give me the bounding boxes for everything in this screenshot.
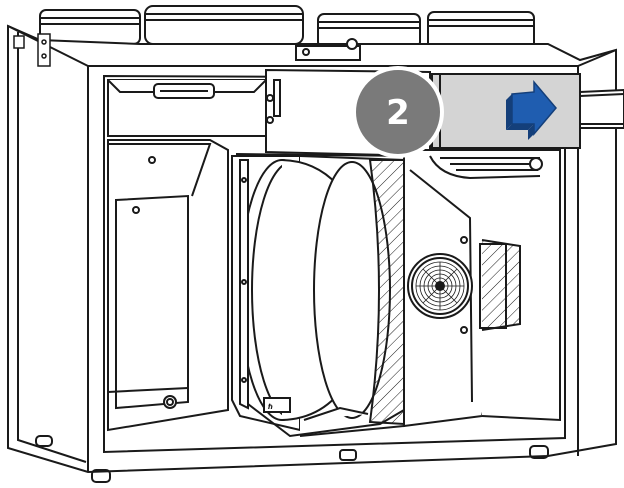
brand-logo-mark: ℏ bbox=[268, 403, 273, 411]
left-lower-compartment bbox=[107, 139, 229, 432]
rotary-heat-exchanger: ℏ bbox=[231, 153, 411, 438]
duct-collar-2 bbox=[144, 5, 304, 45]
step-number-label: 2 bbox=[386, 93, 410, 133]
side-bracket bbox=[13, 33, 51, 67]
duct-collar-4 bbox=[427, 11, 535, 51]
top-duct-collars bbox=[39, 5, 535, 51]
step-number-badge: 2 bbox=[352, 66, 444, 158]
duct-collar-1 bbox=[39, 9, 141, 45]
filter-compartment-top bbox=[107, 79, 267, 137]
fan-compartment bbox=[403, 149, 561, 428]
duct-collar-3 bbox=[317, 13, 421, 49]
blue-airflow-arrow bbox=[506, 79, 557, 140]
